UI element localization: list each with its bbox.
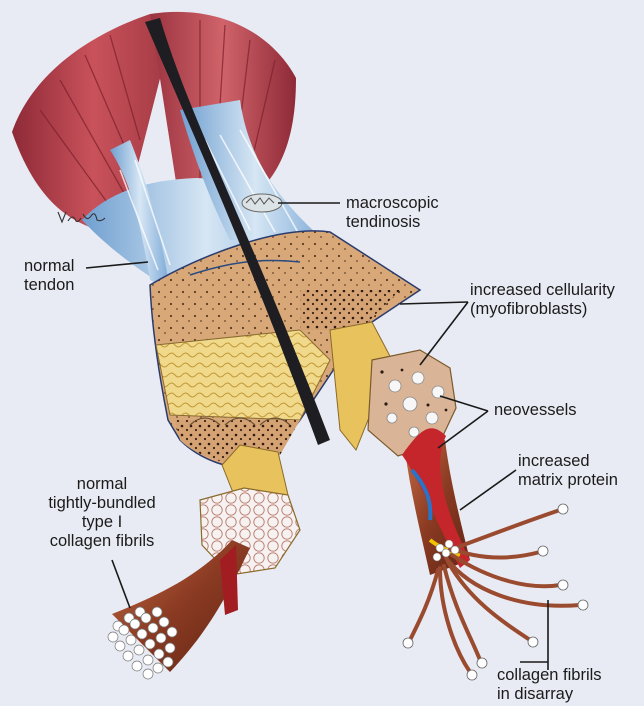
- label-normal-fibrils-line3: type I: [22, 513, 182, 532]
- label-normal-tendon-line1: normal: [24, 257, 74, 276]
- tendinosis-patch: [242, 194, 282, 212]
- label-disarray-line2: in disarray: [497, 685, 602, 704]
- label-normal-fibrils-line4: collagen fibrils: [22, 532, 182, 551]
- pointer-matrix: [460, 470, 516, 510]
- pointer-normal-fibrils: [112, 560, 130, 608]
- label-macroscopic-line1: macroscopic: [346, 194, 439, 213]
- label-normal-tendon: normal tendon: [24, 257, 74, 295]
- label-normal-tendon-line2: tendon: [24, 276, 74, 295]
- label-normal-fibrils-line1: normal: [22, 475, 182, 494]
- label-increased-cellularity: increased cellularity (myofibroblasts): [470, 281, 615, 319]
- label-neovessels: neovessels: [494, 401, 577, 420]
- label-cellularity-line2: (myofibroblasts): [470, 300, 615, 319]
- label-normal-fibrils-line2: tightly-bundled: [22, 494, 182, 513]
- label-matrix-line2: matrix protein: [518, 471, 618, 490]
- label-matrix-line1: increased: [518, 452, 618, 471]
- label-disarray-line1: collagen fibrils: [497, 666, 602, 685]
- label-normal-collagen-fibrils: normal tightly-bundled type I collagen f…: [22, 475, 182, 551]
- label-increased-matrix-protein: increased matrix protein: [518, 452, 618, 490]
- label-macroscopic-tendinosis: macroscopic tendinosis: [346, 194, 439, 232]
- pointer-cellularity-to-face: [420, 302, 468, 365]
- label-collagen-disarray: collagen fibrils in disarray: [497, 666, 602, 704]
- label-macroscopic-line2: tendinosis: [346, 213, 439, 232]
- label-cellularity-line1: increased cellularity: [470, 281, 615, 300]
- pointer-cellularity: [400, 302, 468, 304]
- label-neovessels-line1: neovessels: [494, 401, 577, 420]
